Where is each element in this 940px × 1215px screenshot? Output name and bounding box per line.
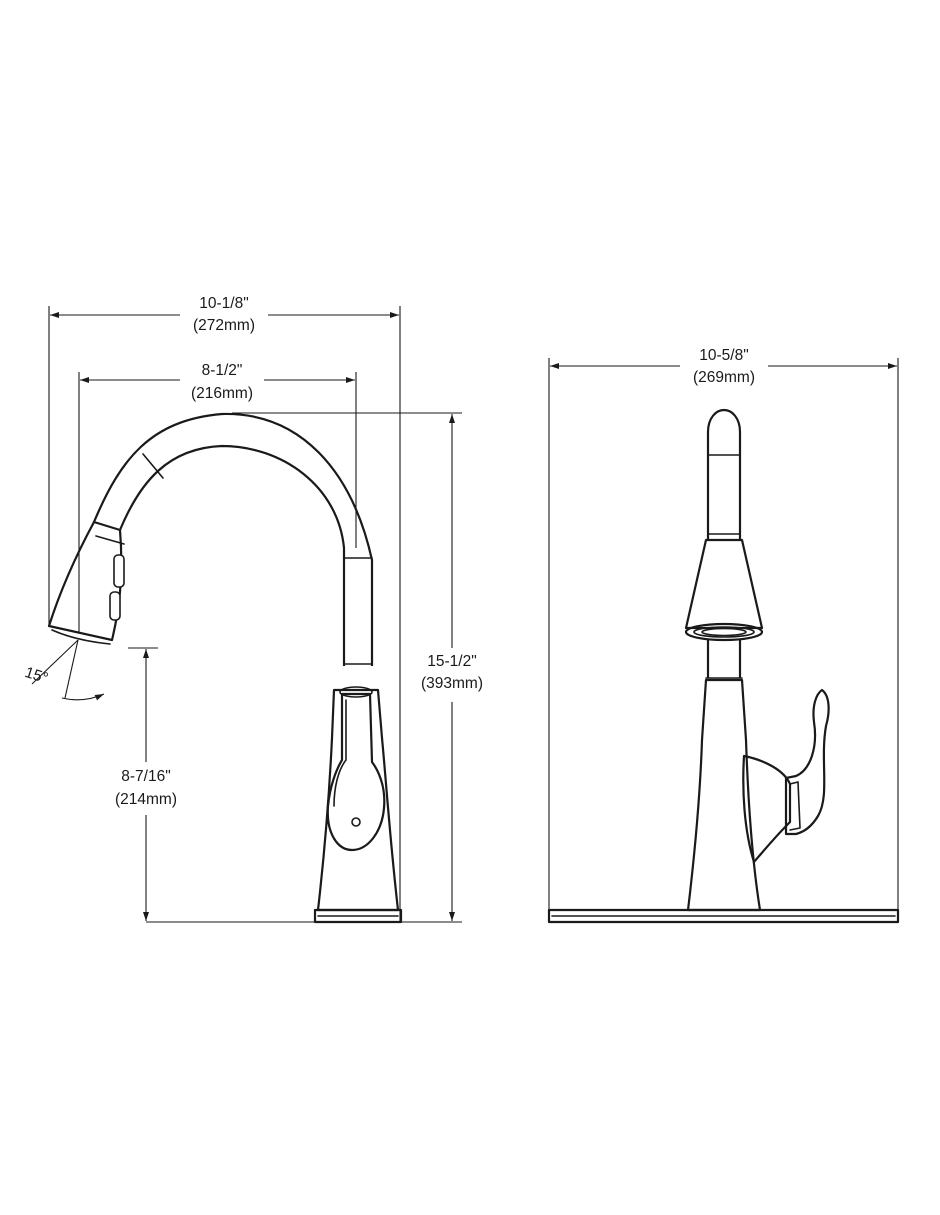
overall-height-metric: (393mm) [421, 675, 483, 692]
gooseneck-spout [92, 412, 374, 666]
spray-angle-dimension: 15° [23, 639, 105, 701]
spout-height-metric: (214mm) [115, 791, 177, 808]
spout-height-dimension: 8-7/16" (214mm) [115, 649, 177, 921]
lever-hub-front [742, 754, 792, 864]
deck-width-imperial: 10-5/8" [699, 347, 748, 364]
faucet-body-front [686, 678, 762, 912]
spray-face-front [684, 622, 764, 642]
spray-head-front [684, 538, 764, 630]
reach-metric: (216mm) [191, 385, 253, 402]
spray-button-bottom [109, 591, 121, 621]
front-view: 10-5/8" (269mm) [547, 347, 900, 924]
spout-tube-front [706, 408, 742, 540]
faucet-base [313, 908, 403, 924]
overall-width-imperial: 10-1/8" [199, 295, 248, 312]
deck-width-metric: (269mm) [693, 369, 755, 386]
overall-width-metric: (272mm) [193, 317, 255, 334]
faucet-front-drawing [547, 408, 900, 924]
deck-width-dimension: 10-5/8" (269mm) [550, 347, 897, 386]
overall-height-imperial: 15-1/2" [427, 653, 476, 670]
overall-width-dimension: 10-1/8" (272mm) [50, 295, 399, 334]
faucet-side-drawing [47, 412, 403, 924]
lever-handle-front [784, 688, 830, 836]
spout-height-imperial: 8-7/16" [121, 768, 170, 785]
overall-height-dimension: 15-1/2" (393mm) [421, 414, 483, 921]
reach-dimension: 8-1/2" (216mm) [80, 362, 355, 402]
side-view: 10-1/8" (272mm) 8-1/2" (216mm) 15-1/2" (… [23, 295, 483, 924]
spray-button-top [113, 554, 125, 588]
lever-handle [326, 692, 386, 852]
reach-imperial: 8-1/2" [202, 362, 243, 379]
faucet-body [316, 688, 400, 912]
deck-plate [547, 908, 900, 924]
spray-angle-label: 15° [23, 664, 51, 687]
side-extension-lines [48, 306, 462, 923]
front-extension-lines [548, 358, 899, 922]
